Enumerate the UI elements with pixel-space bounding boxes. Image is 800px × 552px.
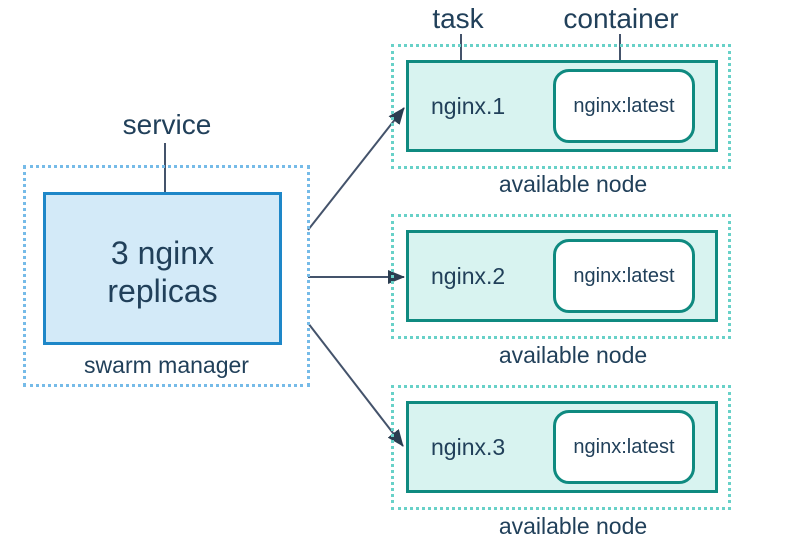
task-box-1: nginx.1 nginx:latest [406, 60, 718, 152]
swarm-manager-caption: swarm manager [84, 352, 249, 378]
service-box-text: 3 nginx replicas [107, 234, 218, 309]
task-name-2: nginx.2 [431, 262, 506, 289]
container-image-2: nginx:latest [573, 264, 675, 287]
available-node-1: nginx.1 nginx:latest [391, 44, 731, 169]
container-image-1: nginx:latest [573, 94, 675, 117]
available-node-3: nginx.3 nginx:latest [391, 385, 731, 510]
container-box-1: nginx:latest [553, 69, 695, 143]
task-name-3: nginx.3 [431, 433, 506, 460]
task-box-3: nginx.3 nginx:latest [406, 401, 718, 493]
task-name-1: nginx.1 [431, 92, 506, 119]
container-box-2: nginx:latest [553, 239, 695, 313]
task-box-2: nginx.2 nginx:latest [406, 230, 718, 322]
service-label: service [122, 109, 212, 140]
arrow-to-node-3 [307, 322, 404, 447]
available-node-caption-2: available node [498, 342, 648, 368]
container-box-3: nginx:latest [553, 410, 695, 484]
container-image-3: nginx:latest [573, 435, 675, 458]
container-label: container [563, 3, 679, 34]
arrow-to-node-1 [307, 107, 405, 231]
available-node-caption-3: available node [498, 513, 648, 539]
service-box: 3 nginx replicas [43, 192, 282, 345]
swarm-manager-box: 3 nginx replicas swarm manager [23, 165, 310, 387]
available-node-2: nginx.2 nginx:latest [391, 214, 731, 339]
available-node-caption-1: available node [498, 171, 648, 197]
task-label: task [432, 3, 484, 34]
